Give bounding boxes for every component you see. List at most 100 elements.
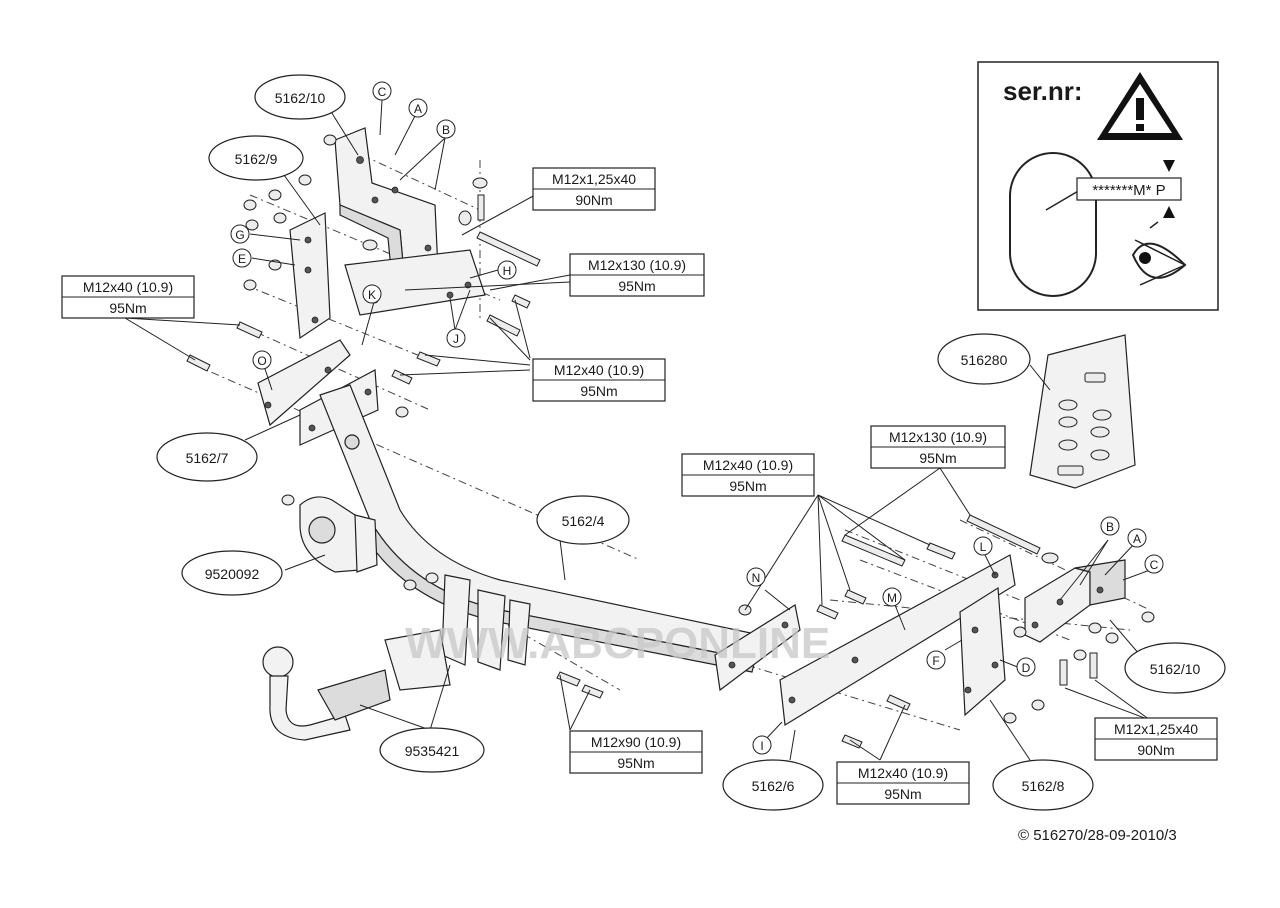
part-label-5162-9: 5162/9 <box>208 135 304 181</box>
callout-G: G <box>230 224 250 244</box>
callout-B-right: B <box>1100 516 1120 536</box>
part-number: 5162/4 <box>562 513 605 529</box>
spec-size: M12x130 (10.9) <box>588 257 686 273</box>
spec-box-m12x130-top: M12x130 (10.9) 95Nm <box>569 253 705 297</box>
part-label-5162-4: 5162/4 <box>536 495 630 545</box>
part-number: 9520092 <box>205 566 260 582</box>
spec-size: M12x40 (10.9) <box>703 457 793 473</box>
plate-5162-9 <box>289 212 331 340</box>
callout-letter: B <box>1106 520 1114 534</box>
callout-M: M <box>882 587 902 607</box>
spec-size: M12x40 (10.9) <box>83 279 173 295</box>
towball-9535421 <box>262 629 451 741</box>
callout-E: E <box>232 248 252 268</box>
spec-torque: 95Nm <box>617 755 654 771</box>
callout-B-top: B <box>436 119 456 139</box>
part-number: 516280 <box>961 352 1008 368</box>
callout-K: K <box>362 284 382 304</box>
spec-torque: 95Nm <box>729 478 766 494</box>
plate-5162-8 <box>959 586 1006 717</box>
spec-box-m12x40-bottom: M12x40 (10.9) 95Nm <box>836 761 970 805</box>
part-label-9535421: 9535421 <box>379 727 485 773</box>
callout-C-right: C <box>1144 554 1164 574</box>
callout-O: O <box>252 350 272 370</box>
callout-letter: O <box>257 354 266 368</box>
spec-torque: 90Nm <box>575 192 612 208</box>
callout-A-top: A <box>408 98 428 118</box>
spec-torque: 95Nm <box>919 450 956 466</box>
spec-torque: 95Nm <box>884 786 921 802</box>
callout-H: H <box>497 260 517 280</box>
leader-lines <box>124 99 1151 761</box>
part-number: 5162/6 <box>752 778 795 794</box>
part-number: 5162/9 <box>235 151 278 167</box>
spec-box-m12x130-right: M12x130 (10.9) 95Nm <box>870 425 1006 469</box>
part-number: 5162/10 <box>275 90 326 106</box>
part-label-5162-8: 5162/8 <box>992 759 1094 811</box>
part-number: 5162/7 <box>186 450 229 466</box>
hitch-mount-plates <box>441 574 531 671</box>
spec-box-m12x40-right: M12x40 (10.9) 95Nm <box>681 453 815 497</box>
callout-letter: L <box>980 540 987 554</box>
callout-letter: A <box>414 102 422 116</box>
callout-letter: C <box>1150 558 1159 572</box>
part-label-9520092: 9520092 <box>181 550 283 596</box>
callout-letter: C <box>378 85 387 99</box>
letter-callouts: C A B G E K H J O N L M B A C F D I <box>230 81 1164 755</box>
callout-letter: A <box>1133 532 1141 546</box>
callout-letter: M <box>887 591 897 605</box>
spec-torque: 95Nm <box>618 278 655 294</box>
plate-text: *******M* P <box>1092 182 1165 199</box>
part-number: 5162/8 <box>1022 778 1065 794</box>
eye-icon <box>1131 221 1187 286</box>
arrow-up-icon <box>1163 206 1175 218</box>
callout-L: L <box>973 536 993 556</box>
spec-size: M12x40 (10.9) <box>554 362 644 378</box>
spec-size: M12x130 (10.9) <box>889 429 987 445</box>
serial-number-panel: ser.nr: *******M* P <box>977 61 1219 311</box>
callout-J: J <box>446 328 466 348</box>
callout-letter: D <box>1022 661 1031 675</box>
spec-size: M12x1,25x40 <box>1114 721 1198 737</box>
callout-I: I <box>752 735 772 755</box>
spec-torque: 95Nm <box>109 300 146 316</box>
callout-letter: G <box>235 228 244 242</box>
spec-torque: 90Nm <box>1137 742 1174 758</box>
spec-torque: 95Nm <box>580 383 617 399</box>
callout-letter: K <box>368 288 376 302</box>
part-label-516280: 516280 <box>937 333 1031 385</box>
callout-D: D <box>1016 657 1036 677</box>
part-label-5162-6: 5162/6 <box>722 759 824 811</box>
plate-5162-6 <box>714 604 801 692</box>
serial-title: ser.nr: <box>1003 76 1083 106</box>
warning-icon <box>1097 72 1183 140</box>
callout-A-right: A <box>1127 528 1147 548</box>
copyright-text: © 516270/28-09-2010/3 <box>1018 827 1177 844</box>
spec-box-m12x40-center: M12x40 (10.9) 95Nm <box>532 358 666 402</box>
callout-F: F <box>926 650 946 670</box>
callout-N: N <box>746 567 766 587</box>
part-number: 9535421 <box>405 743 460 759</box>
spec-box-m12x90: M12x90 (10.9) 95Nm <box>569 730 703 774</box>
spec-box-m12x40-left: M12x40 (10.9) 95Nm <box>61 275 195 319</box>
hardware-bag-516280 <box>1029 334 1136 489</box>
callout-letter: F <box>932 654 939 668</box>
callout-letter: N <box>752 571 761 585</box>
bracket-5162-10-right <box>1024 559 1126 643</box>
callout-C-top: C <box>372 81 392 101</box>
callout-letter: J <box>453 332 459 346</box>
long-plate-5162-6 <box>779 554 1016 727</box>
spec-box-m12x125x40-right: M12x1,25x40 90Nm <box>1094 717 1218 761</box>
spec-size: M12x90 (10.9) <box>591 734 681 750</box>
callout-letter: B <box>442 123 450 137</box>
callout-letter: E <box>238 252 246 266</box>
socket-plate-9520092 <box>299 496 378 573</box>
callout-letter: I <box>760 739 763 753</box>
callout-letter: H <box>503 264 512 278</box>
spec-size: M12x1,25x40 <box>552 171 636 187</box>
part-label-5162-7: 5162/7 <box>156 432 258 482</box>
part-number: 5162/10 <box>1150 661 1201 677</box>
part-label-5162-10-right: 5162/10 <box>1124 642 1226 694</box>
arrow-down-icon <box>1163 160 1175 172</box>
